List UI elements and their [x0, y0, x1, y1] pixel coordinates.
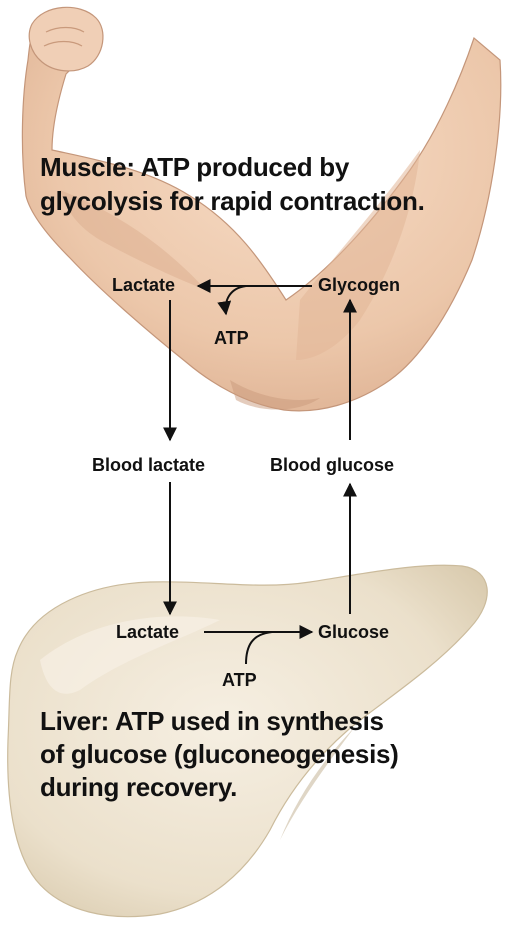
liver-glucose-label: Glucose [318, 621, 389, 643]
liver-atp-label: ATP [222, 669, 257, 691]
glycogen-label: Glycogen [318, 274, 400, 296]
blood-glucose-label: Blood glucose [270, 454, 394, 476]
liver-caption: Liver: ATP used in synthesis of glucose … [40, 705, 399, 804]
liver-caption-line-3: during recovery. [40, 771, 399, 804]
muscle-atp-label: ATP [214, 327, 249, 349]
muscle-caption: Muscle: ATP produced by glycolysis for r… [40, 150, 425, 218]
liver-caption-line-1: Liver: ATP used in synthesis [40, 705, 399, 738]
liver-lactate-label: Lactate [116, 621, 179, 643]
blood-lactate-label: Blood lactate [92, 454, 205, 476]
muscle-caption-line-1: Muscle: ATP produced by [40, 150, 425, 184]
muscle-lactate-label: Lactate [112, 274, 175, 296]
liver-caption-line-2: of glucose (gluconeogenesis) [40, 738, 399, 771]
muscle-caption-line-2: glycolysis for rapid contraction. [40, 184, 425, 218]
